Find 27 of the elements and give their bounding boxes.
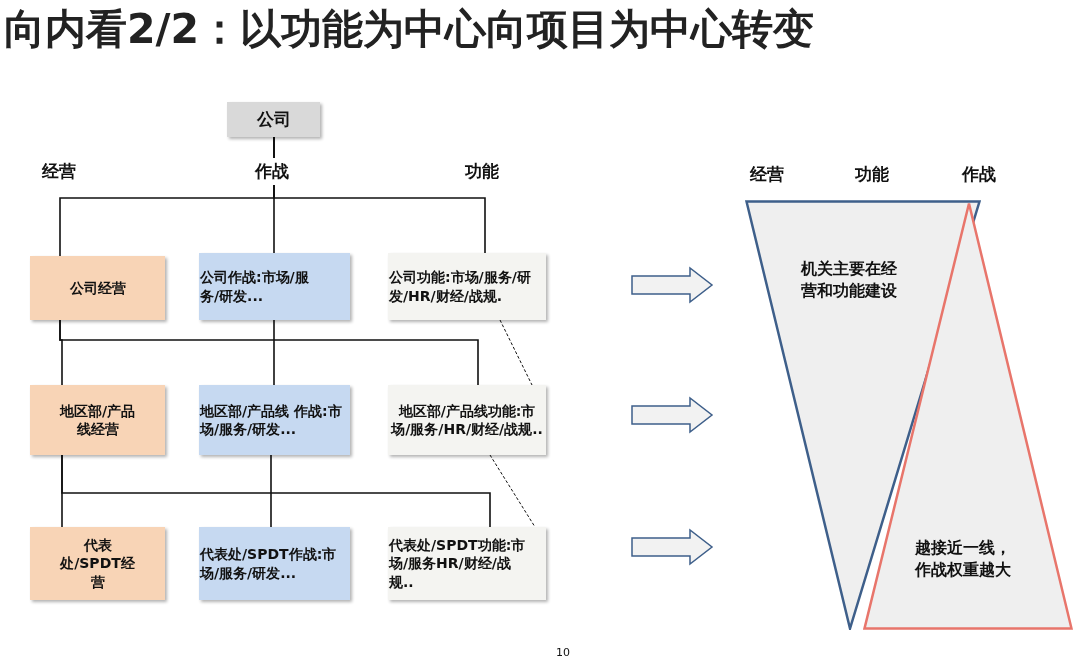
triangle-text: 越接近一线，作战权重越大: [915, 537, 1012, 581]
title: 向内看2/2：以功能为中心向项目为中心转变: [4, 4, 815, 55]
org-box: 公司经营: [30, 256, 165, 320]
org-box: 代表处/SPDT经营: [30, 527, 165, 600]
column-heading: 作战: [962, 163, 996, 186]
connector-line: [273, 319, 275, 386]
connector-line: [59, 319, 479, 386]
company-box: 公司: [227, 102, 320, 137]
org-box: 地区部/产品线功能:市场/服务/HR/财经/战规..: [388, 385, 546, 455]
connector-line: [273, 136, 486, 254]
column-heading: 功能: [465, 160, 499, 183]
triangle-text: 机关主要在经营和功能建设: [801, 258, 898, 302]
connector-line: [270, 454, 272, 528]
connector-line: [61, 454, 491, 528]
org-box: 公司功能:市场/服务/研发/HR/财经/战规.: [388, 253, 546, 320]
org-box: 代表处/SPDT功能:市场/服务HR/财经/战规..: [388, 527, 546, 600]
org-box: 地区部/产品线 作战:市场/服务/研发...: [199, 385, 350, 455]
connector-line: [489, 454, 536, 528]
column-heading: 作战: [255, 158, 289, 185]
column-heading: 功能: [855, 163, 889, 186]
column-heading: 经营: [42, 160, 76, 183]
column-heading: 经营: [750, 163, 784, 186]
org-box: 地区部/产品线经营: [30, 385, 165, 455]
org-box: 公司作战:市场/服务/研发...: [199, 253, 350, 320]
connector-line: [499, 319, 533, 386]
org-box: 代表处/SPDT作战:市场/服务/研发...: [199, 527, 350, 600]
page-number: 10: [556, 646, 570, 659]
